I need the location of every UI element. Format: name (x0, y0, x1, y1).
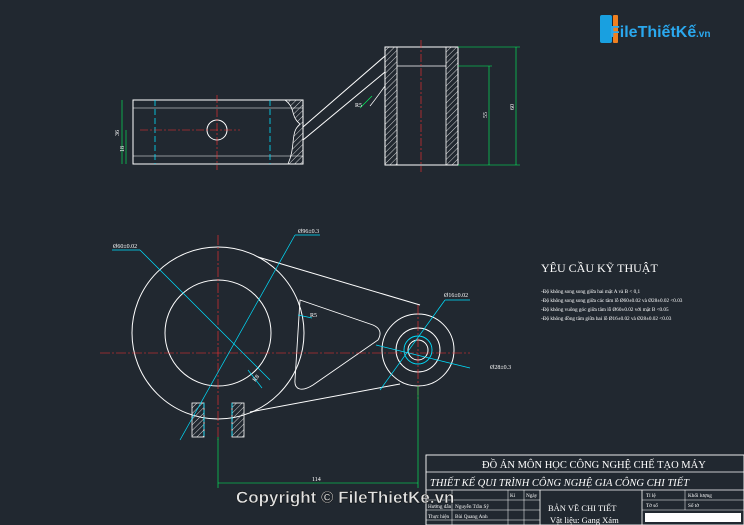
mass-label: Khối lượng (688, 492, 712, 499)
dia-96-label: Ø96±0.3 (298, 229, 319, 235)
dim-36-label: 36 (115, 130, 121, 136)
top-view-arm: R5 (302, 55, 386, 141)
dim-114-label: 114 (312, 477, 321, 483)
date-label: Ngày (526, 493, 538, 499)
dia-16-label: Ø16±0.02 (444, 293, 468, 299)
row-name: Nguyễn Trần Sỹ (455, 503, 489, 510)
title-line-1: ĐỒ ÁN MÔN HỌC CÔNG NGHỆ CHẾ TẠO MÁY (482, 458, 706, 471)
scale-label: Tỉ lệ (646, 493, 656, 499)
dim-60-label: 60 (510, 104, 516, 110)
top-radius-label: R5 (355, 103, 362, 109)
requirement-line: -Độ không vuông góc giữa tâm lỗ Ø60±0.02… (541, 306, 669, 313)
requirement-line: -Độ không song song giữa các tâm lỗ Ø60±… (541, 297, 683, 304)
logo-suffix-text: .vn (696, 29, 710, 40)
dia-28-label: Ø28±0.3 (490, 365, 511, 371)
front-radius-label: R5 (310, 313, 317, 319)
front-view: Ø60±0.02 Ø96±0.3 Ø16±0.02 Ø28±0.3 R5 R8 … (100, 229, 511, 488)
requirement-line: -Độ không đồng tâm giữa hai lỗ Ø16±0.02 … (541, 315, 672, 322)
row-name: Bùi Quang Anh (455, 514, 488, 520)
front-angle-label: R8 (252, 374, 261, 383)
sheet-no-label: Tờ số (646, 502, 658, 509)
requirements-title: YÊU CẦU KỸ THUẬT (541, 260, 658, 275)
requirement-line: -Độ không song song giữa hai mặt A và B … (541, 289, 641, 295)
row-label: Thực hiện (428, 514, 450, 520)
site-logo: FileThiếtKế .vn (600, 15, 710, 43)
drawing-type-label: BẢN VẼ CHI TIẾT (548, 503, 617, 513)
dim-18-label: 18 (120, 146, 126, 152)
sign-label: Kí (510, 493, 516, 499)
dim-55-label: 55 (483, 112, 489, 118)
logo-brand-text: FileThiếtKế (610, 24, 696, 41)
row-label: Hướng dẫn (428, 503, 452, 510)
top-view-right-boss: 55 60 (384, 40, 520, 172)
dia-60-label: Ø60±0.02 (113, 244, 137, 250)
technical-requirements: YÊU CẦU KỸ THUẬT -Độ không song song giữ… (541, 260, 683, 322)
top-view-left-block: 36 18 (115, 95, 304, 170)
title-line-2: THIẾT KẾ QUI TRÌNH CÔNG NGHỆ GIA CÔNG CH… (430, 476, 690, 489)
sheet-count-label: Số tờ (688, 502, 699, 509)
copyright-watermark: Copyright © FileThietKe.vn (236, 488, 454, 507)
title-block: ĐỒ ÁN MÔN HỌC CÔNG NGHỆ CHẾ TẠO MÁY THIẾ… (425, 454, 744, 525)
material-label: Vật liệu: Gang Xám (550, 515, 619, 525)
